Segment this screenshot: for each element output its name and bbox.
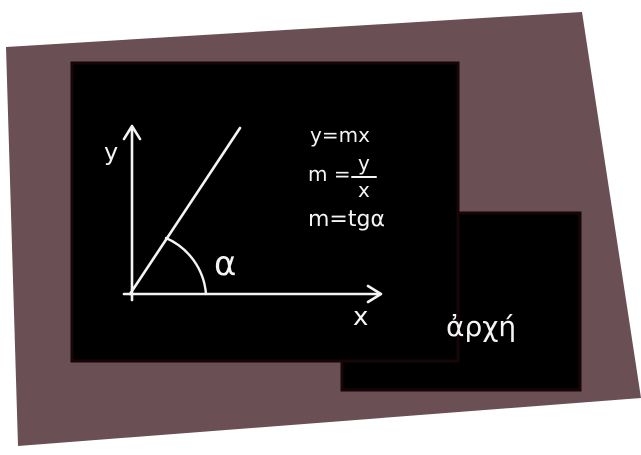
x-axis-arrowhead [366, 284, 383, 304]
second-board-word: ἀρχή [446, 310, 516, 343]
y-axis-arrowhead [122, 124, 142, 141]
formula-line-2-left: m = [308, 162, 351, 186]
formula-line-1: y=mx [310, 123, 370, 147]
fraction-denominator: x [358, 178, 370, 202]
fraction-numerator: y [358, 151, 370, 175]
angle-label: α [214, 244, 236, 284]
angle-arc [164, 236, 208, 296]
y-axis-label: y [104, 138, 118, 166]
x-axis-label: x [353, 302, 368, 332]
main-blackboard [70, 61, 460, 363]
formula-line-3: m=tgα [308, 207, 385, 232]
sloped-line [128, 126, 242, 296]
